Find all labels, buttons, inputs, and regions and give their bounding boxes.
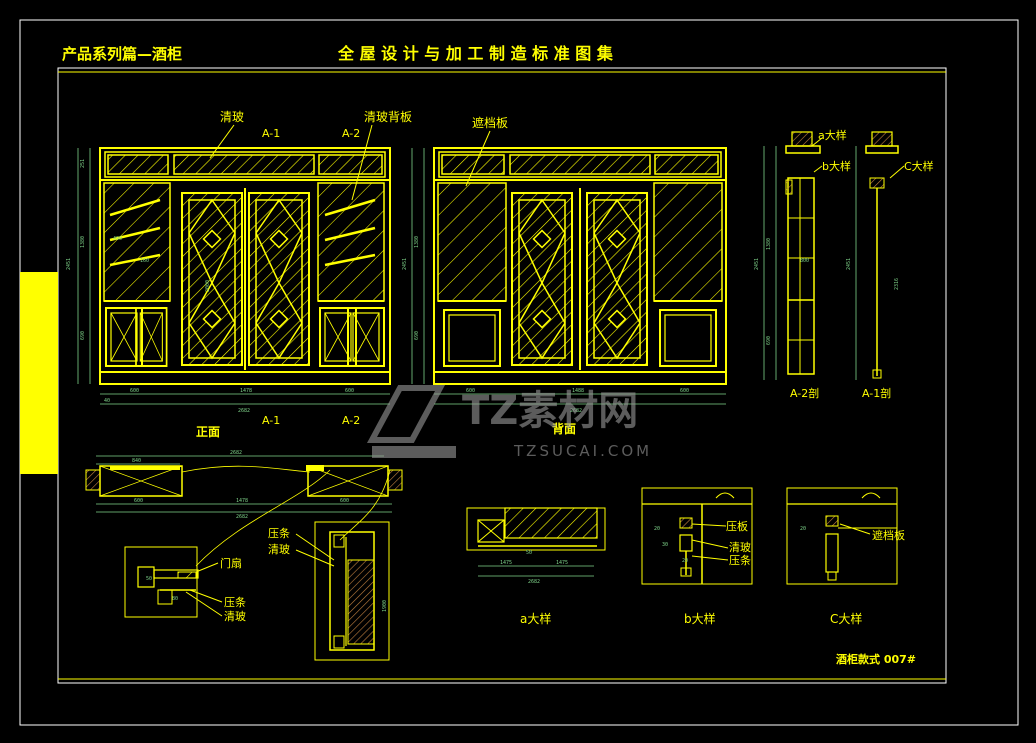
detail-b-label-glass: 清玻: [729, 541, 751, 554]
back-total-height: 2451: [402, 258, 408, 270]
detail-b-dim-3: 20: [682, 558, 688, 564]
plan-width-left: 600: [134, 498, 143, 504]
front-caption: 正面: [196, 425, 220, 439]
watermark-brand: TZ素材网: [462, 388, 638, 434]
front-dim-top: 251: [80, 159, 86, 168]
main-title: 全 屋 设 计 与 加 工 制 造 标 准 图 集: [337, 44, 614, 63]
front-elevation: 2451 251 1380 690 600 1478 600 2682 40 2…: [66, 110, 412, 439]
plan-width-right: 600: [340, 498, 349, 504]
detail-a-dim-gap: 50: [526, 550, 532, 556]
front-inner-dim-1: 490: [113, 236, 122, 242]
detail-c-label-cover-board: 遮档板: [872, 528, 905, 542]
section-a2-caption: A-2剖: [790, 386, 819, 400]
series-title: 产品系列篇—酒柜: [62, 45, 182, 63]
detail-a: 1475 1475 2682 50 a大样: [466, 507, 606, 626]
detail-a-caption: a大样: [520, 611, 551, 626]
detail-b-dim-2: 30: [662, 542, 668, 548]
side-dim-mid: 1380: [766, 238, 772, 250]
front-section-a2-bottom: A-2: [342, 414, 360, 427]
hinge-dim-2: 80: [172, 596, 178, 602]
side-a1-height: 2316: [894, 278, 900, 290]
front-section-a2-top: A-2: [342, 127, 360, 140]
side-sections: 2451 1380 690 800 2451 2316 a大样 b大样 C大样 …: [754, 128, 934, 400]
hinge-dim-1: 50: [146, 576, 152, 582]
front-door-height: 2000: [205, 280, 211, 292]
front-label-glass: 清玻: [220, 110, 244, 124]
detail-b-label-board: 压板: [726, 519, 748, 533]
watermark: TZ素材网 TZSUCAI.COM: [366, 385, 652, 460]
detail-c-dim: 20: [800, 526, 806, 532]
plan-width-center: 1478: [236, 498, 248, 504]
watermark-url: TZSUCAI.COM: [513, 442, 652, 460]
hinge-label-strip: 压条: [224, 595, 246, 609]
side-dim-low: 690: [766, 336, 772, 345]
hinge-label-door: 门扇: [220, 556, 242, 570]
callout-c-detail: C大样: [904, 159, 934, 173]
front-inner-dim-2: 160: [140, 258, 149, 264]
back-width-right: 600: [680, 388, 689, 394]
detail-a-dim-left: 1475: [500, 560, 512, 566]
front-dim-low: 690: [80, 331, 86, 340]
front-section-a1-top: A-1: [262, 127, 280, 140]
plan-depth: 840: [132, 458, 141, 464]
callout-a-detail: a大样: [818, 128, 847, 142]
front-total-width: 2682: [238, 408, 250, 414]
front-width-right: 600: [345, 388, 354, 394]
detail-a-dim-total: 2682: [528, 579, 540, 585]
back-caption: 背面: [552, 421, 576, 436]
side-a1-total-height: 2451: [846, 258, 852, 270]
side-tab: [20, 272, 58, 474]
door-section-label-strip: 压条: [268, 526, 290, 540]
section-a1-caption: A-1剖: [862, 386, 891, 400]
front-section-a1-bottom: A-1: [262, 414, 280, 427]
front-width-center: 1478: [240, 388, 252, 394]
back-width-center: 1488: [572, 388, 584, 394]
detail-a-dim-right: 1475: [556, 560, 568, 566]
front-dim-mid: 1380: [80, 236, 86, 248]
front-label-glass-back: 清玻背板: [364, 110, 412, 124]
back-dim-mid: 1380: [414, 236, 420, 248]
callout-b-detail: b大样: [822, 159, 851, 173]
plan-view: 2682 840 600 1478 600 2682 50 80 门扇 压条 清…: [85, 450, 403, 661]
plan-total-width-2: 2682: [236, 514, 248, 520]
style-id: 酒柜款式 007#: [836, 652, 916, 666]
plan-total-width: 2682: [230, 450, 242, 456]
door-section-label-glass: 清玻: [268, 543, 290, 556]
side-total-height: 2451: [754, 258, 760, 270]
detail-c-caption: C大样: [830, 611, 862, 626]
detail-c: 20 遮档板 C大样: [786, 487, 905, 626]
front-width-left: 600: [130, 388, 139, 394]
watermark-logo-icon: [366, 385, 446, 443]
door-section-height: 1900: [382, 600, 388, 612]
detail-b: 20 30 20 压板 清玻 压条 b大样: [641, 487, 753, 626]
detail-b-caption: b大样: [684, 611, 716, 626]
front-total-height: 2451: [66, 258, 72, 270]
back-total-width: 2682: [570, 408, 582, 414]
side-dim-shelf: 800: [800, 258, 809, 264]
detail-b-label-strip: 压条: [729, 553, 751, 567]
back-elevation: 1380 690 2451 600 1488 600 2682 遮档板 背面: [402, 115, 727, 436]
front-base: 40: [104, 398, 110, 404]
detail-b-dim-1: 20: [654, 526, 660, 532]
back-label-cover-board: 遮档板: [472, 115, 508, 130]
back-dim-low: 690: [414, 331, 420, 340]
back-width-left: 600: [466, 388, 475, 394]
hinge-label-glass: 清玻: [224, 610, 246, 623]
